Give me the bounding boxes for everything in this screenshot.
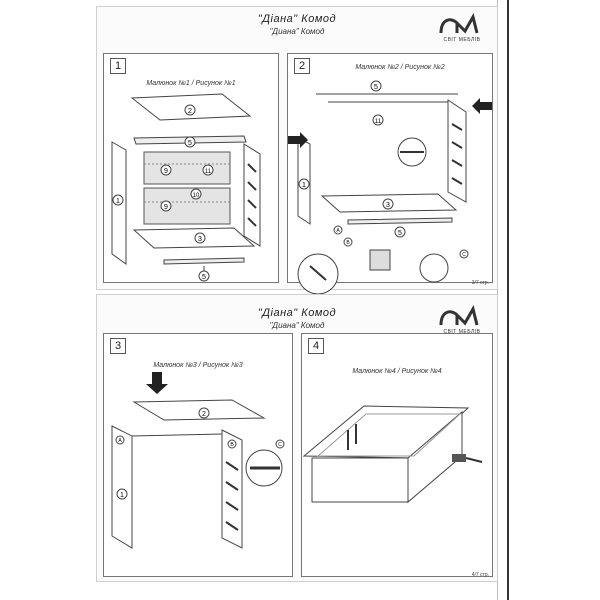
fastener-c: C: [278, 442, 282, 448]
label-back-upper: 9: [164, 168, 168, 175]
brand-logo-mark: [439, 13, 479, 34]
label-strip-a: 10: [193, 193, 200, 199]
sheet-title: "Діана" Комод: [257, 307, 337, 319]
step-1-diagram: 2 5 1 9 11 9 10 3 5: [111, 93, 261, 282]
left-side-shape: [111, 425, 133, 549]
step-number: 2: [294, 58, 310, 74]
label-strip: 11: [375, 119, 382, 125]
label-side: 1: [116, 198, 120, 205]
label-side: 1: [120, 492, 124, 499]
sheet-subtitle: "Диана" Комод: [269, 321, 325, 330]
brand-logo: СВІТ МЕБЛІВ: [437, 13, 487, 43]
detail-zoom-dowel: [419, 253, 449, 283]
step-number: 4: [308, 338, 324, 354]
label-bottom: 3: [198, 236, 202, 243]
back-panel-lower: [143, 187, 231, 225]
scan-edge: [507, 0, 509, 600]
screwdriver-icon: [452, 454, 466, 462]
label-top: 2: [188, 108, 192, 115]
step-caption: Малюнок №3 / Рисунок №3: [153, 362, 243, 369]
top-panel-shape: [132, 399, 266, 421]
right-side-shape: [447, 99, 467, 203]
step-4-panel: 4 Малюнок №4 / Рисунок №4: [301, 333, 493, 577]
label-bottom: 3: [386, 202, 390, 209]
brand-logo-text: СВІТ МЕБЛІВ: [443, 37, 481, 43]
step-4-diagram: [302, 405, 483, 504]
page-number: 4/7 стр.: [471, 572, 489, 578]
step-caption: Малюнок №4 / Рисунок №4: [352, 368, 442, 375]
label-plinth: 5: [202, 274, 206, 281]
label-side: 1: [302, 182, 306, 189]
instruction-sheet-2: "Діана" Комод "Диана" Комод СВІТ МЕБЛІВ …: [96, 294, 498, 582]
page-number: 3/7 стр.: [471, 280, 489, 286]
step-3-panel: 3 Малюнок №3 / Рисунок №3 2 1 A B C: [103, 333, 293, 577]
label-top: 2: [202, 411, 206, 418]
drawer-inner: [316, 413, 462, 457]
bottom-panel-shape: [132, 227, 256, 249]
plinth-shape: [347, 217, 453, 225]
back-panel-upper: [143, 151, 231, 185]
step-1-panel: 1 Малюнок №1 / Рисунок №1: [103, 53, 279, 283]
fastener-a: A: [118, 438, 122, 444]
label-plinth: 5: [398, 230, 402, 237]
fastener-a: A: [336, 228, 340, 234]
brand-logo-text: СВІТ МЕБЛІВ: [443, 329, 481, 335]
right-side-shape: [243, 143, 261, 247]
step-2-panel: 2 Малюнок №2 / Рисунок №2: [287, 53, 493, 295]
step-number: 1: [110, 58, 126, 74]
plinth-shape: [163, 257, 245, 265]
label-back-lower: 9: [164, 204, 168, 211]
step-3-diagram: 2 1 A B C: [111, 372, 285, 549]
fastener-b: B: [230, 442, 234, 448]
step-caption: Малюнок №1 / Рисунок №1: [146, 80, 236, 87]
step-number: 3: [110, 338, 126, 354]
sheet-title: "Діана" Комод: [257, 13, 337, 25]
right-side-shape: [221, 429, 243, 549]
instruction-sheet-1: "Діана" Комод "Диана" Комод СВІТ МЕБЛІВ …: [96, 6, 498, 295]
label-strip-b: 11: [205, 169, 212, 175]
fastener-c: C: [462, 252, 466, 258]
brand-logo-mark: [439, 305, 479, 326]
label-rail-top: 5: [374, 84, 378, 91]
label-rail: 5: [188, 140, 192, 147]
sheet-subtitle: "Диана" Комод: [269, 27, 325, 36]
brand-logo: СВІТ МЕБЛІВ: [437, 305, 487, 335]
arrow-down-icon: [146, 372, 168, 394]
detail-block: [369, 249, 391, 271]
drawer-front: [311, 457, 409, 503]
step-2-diagram: 5 11 1 3 5 A B C: [288, 80, 492, 295]
fastener-b: B: [346, 240, 350, 246]
arrow-right-icon: [288, 132, 308, 148]
step-caption: Малюнок №2 / Рисунок №2: [355, 64, 445, 71]
arrow-left-icon: [472, 98, 492, 114]
